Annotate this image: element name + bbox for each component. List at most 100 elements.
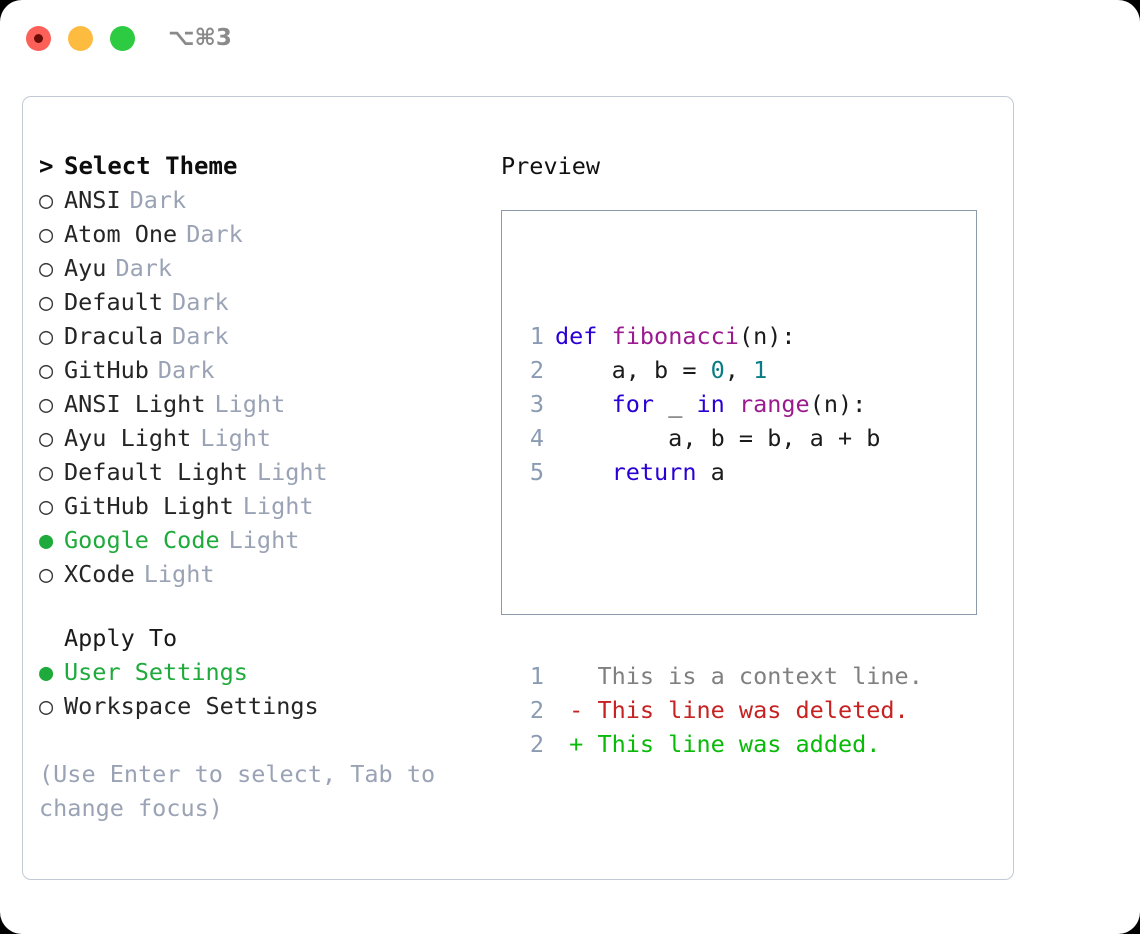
radio-unselected-icon[interactable]: ○: [39, 356, 54, 384]
diff-sample: 1 This is a context line.2 - This line w…: [518, 659, 923, 761]
radio-unselected-icon[interactable]: ○: [39, 186, 54, 214]
diff-line: 1 This is a context line.: [518, 659, 923, 693]
theme-list-item[interactable]: ○ ANSI Light Light: [39, 387, 489, 421]
radio-unselected-icon[interactable]: ○: [39, 288, 54, 316]
traffic-lights: [26, 26, 135, 51]
theme-list-item[interactable]: ○ Default Light Light: [39, 455, 489, 489]
line-number: 2: [529, 356, 544, 384]
apply-to-heading: ○ Apply To: [39, 621, 489, 655]
theme-variant-tag: Light: [256, 458, 328, 486]
keyboard-hint: (Use Enter to select, Tab to change focu…: [39, 760, 436, 822]
theme-name: Default: [64, 288, 164, 316]
theme-name: Google Code: [64, 526, 220, 554]
code-token: 0: [710, 356, 725, 384]
theme-variant-tag: Light: [214, 390, 286, 418]
apply-to-option[interactable]: ● User Settings: [39, 655, 489, 689]
close-button[interactable]: [26, 26, 51, 51]
minimize-button[interactable]: [68, 26, 93, 51]
diff-line: 2 - This line was deleted.: [518, 693, 923, 727]
select-theme-heading: > Select Theme: [39, 149, 489, 183]
theme-variant-tag: Light: [143, 560, 215, 588]
radio-unselected-icon[interactable]: ○: [39, 492, 54, 520]
theme-list-item[interactable]: ○ Ayu Dark: [39, 251, 489, 285]
radio-unselected-icon[interactable]: ○: [39, 220, 54, 248]
theme-variant-tag: Light: [242, 492, 314, 520]
code-token: a, b = b, a + b: [555, 424, 881, 452]
theme-name: Default Light: [64, 458, 248, 486]
radio-unselected-icon[interactable]: ○: [39, 692, 54, 720]
line-number: 3: [529, 390, 544, 418]
code-token: a, b =: [555, 356, 711, 384]
theme-variant-tag: Dark: [186, 220, 243, 248]
code-token: a: [696, 458, 725, 486]
theme-list-item[interactable]: ○ GitHub Light Light: [39, 489, 489, 523]
theme-variant-tag: Dark: [172, 322, 229, 350]
theme-variant-tag: Dark: [115, 254, 173, 282]
radio-selected-icon[interactable]: ●: [39, 526, 54, 554]
theme-list-item[interactable]: ○ XCode Light: [39, 557, 489, 591]
line-number: 5: [529, 458, 544, 486]
theme-name: GitHub Light: [64, 492, 234, 520]
apply-to-list[interactable]: ● User Settings ○Workspace Settings: [39, 655, 489, 723]
theme-variant-tag: Dark: [129, 186, 187, 214]
radio-unselected-icon[interactable]: ○: [39, 458, 54, 486]
theme-name: ANSI Light: [64, 390, 206, 418]
theme-variant-tag: Light: [228, 526, 300, 554]
code-token: [555, 390, 612, 418]
apply-to-option[interactable]: ○Workspace Settings: [39, 689, 489, 723]
radio-unselected-icon[interactable]: ○: [39, 254, 54, 282]
code-token: [725, 390, 739, 418]
diff-line-text: This is a context line.: [555, 662, 923, 690]
code-line: 3 for _ in range(n):: [518, 387, 923, 421]
theme-name: XCode: [64, 560, 135, 588]
apply-to-option-label: User Settings: [64, 658, 248, 686]
diff-line-text: + This line was added.: [555, 730, 881, 758]
theme-variant-tag: Dark: [172, 288, 229, 316]
line-number: 2: [529, 696, 544, 724]
theme-name: Ayu: [64, 254, 107, 282]
maximize-button[interactable]: [110, 26, 135, 51]
code-token: 1: [753, 356, 768, 384]
code-token: _: [654, 390, 697, 418]
code-line: 4 a, b = b, a + b: [518, 421, 923, 455]
code-token: fibonacci: [611, 322, 739, 350]
diff-line-text: - This line was deleted.: [555, 696, 909, 724]
code-token: (n):: [809, 390, 867, 418]
radio-selected-icon[interactable]: ●: [39, 658, 54, 686]
theme-name: Atom One: [64, 220, 178, 248]
theme-list-item[interactable]: ○ ANSI Dark: [39, 183, 489, 217]
code-token: [555, 458, 612, 486]
radio-unselected-icon[interactable]: ○: [39, 560, 54, 588]
theme-variant-tag: Dark: [157, 356, 215, 384]
line-number: 4: [529, 424, 544, 452]
code-token: in: [696, 390, 725, 418]
theme-list-item[interactable]: ● Google Code Light: [39, 523, 489, 557]
apply-to-title: Apply To: [64, 624, 178, 652]
theme-name: ANSI: [64, 186, 121, 214]
code-diff-separator: [518, 557, 923, 591]
radio-unselected-icon[interactable]: ○: [39, 390, 54, 418]
title-bar: ⌥⌘3: [0, 0, 1140, 78]
line-number: 1: [529, 662, 544, 690]
theme-name: Ayu Light: [64, 424, 192, 452]
code-token: (n):: [738, 322, 796, 350]
theme-list-item[interactable]: ○ Atom One Dark: [39, 217, 489, 251]
code-token: ,: [724, 356, 754, 384]
code-token: return: [611, 458, 697, 486]
radio-unselected-icon[interactable]: ○: [39, 322, 54, 350]
theme-list-item[interactable]: ○ Default Dark: [39, 285, 489, 319]
radio-unselected-icon[interactable]: ○: [39, 424, 54, 452]
prompt-caret-icon: >: [39, 152, 54, 180]
